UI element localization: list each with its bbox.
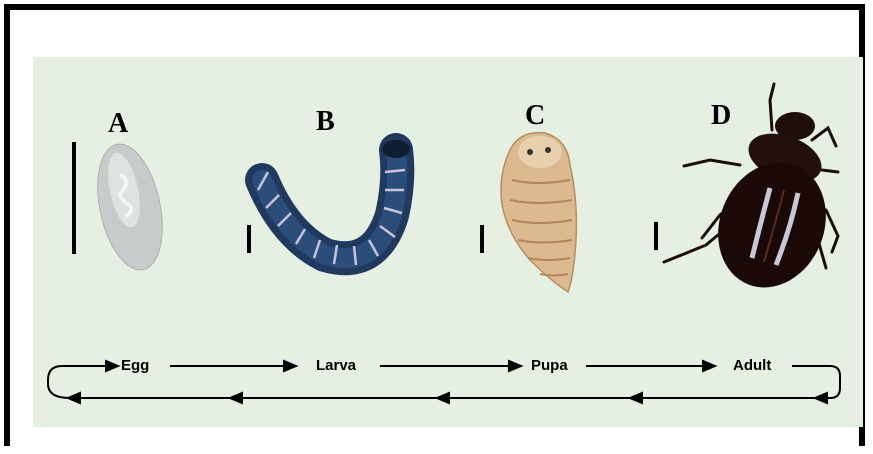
stage-label-egg: Egg [121,357,149,374]
larva-illustration [258,140,410,265]
egg-illustration [87,138,172,276]
stage-label-larva: Larva [316,357,356,374]
stage-label-pupa: Pupa [531,357,568,374]
adult-beetle-illustration [664,84,844,304]
life-cycle-arrows [48,361,840,403]
pupa-illustration [501,133,576,292]
stage-label-adult: Adult [733,357,771,374]
